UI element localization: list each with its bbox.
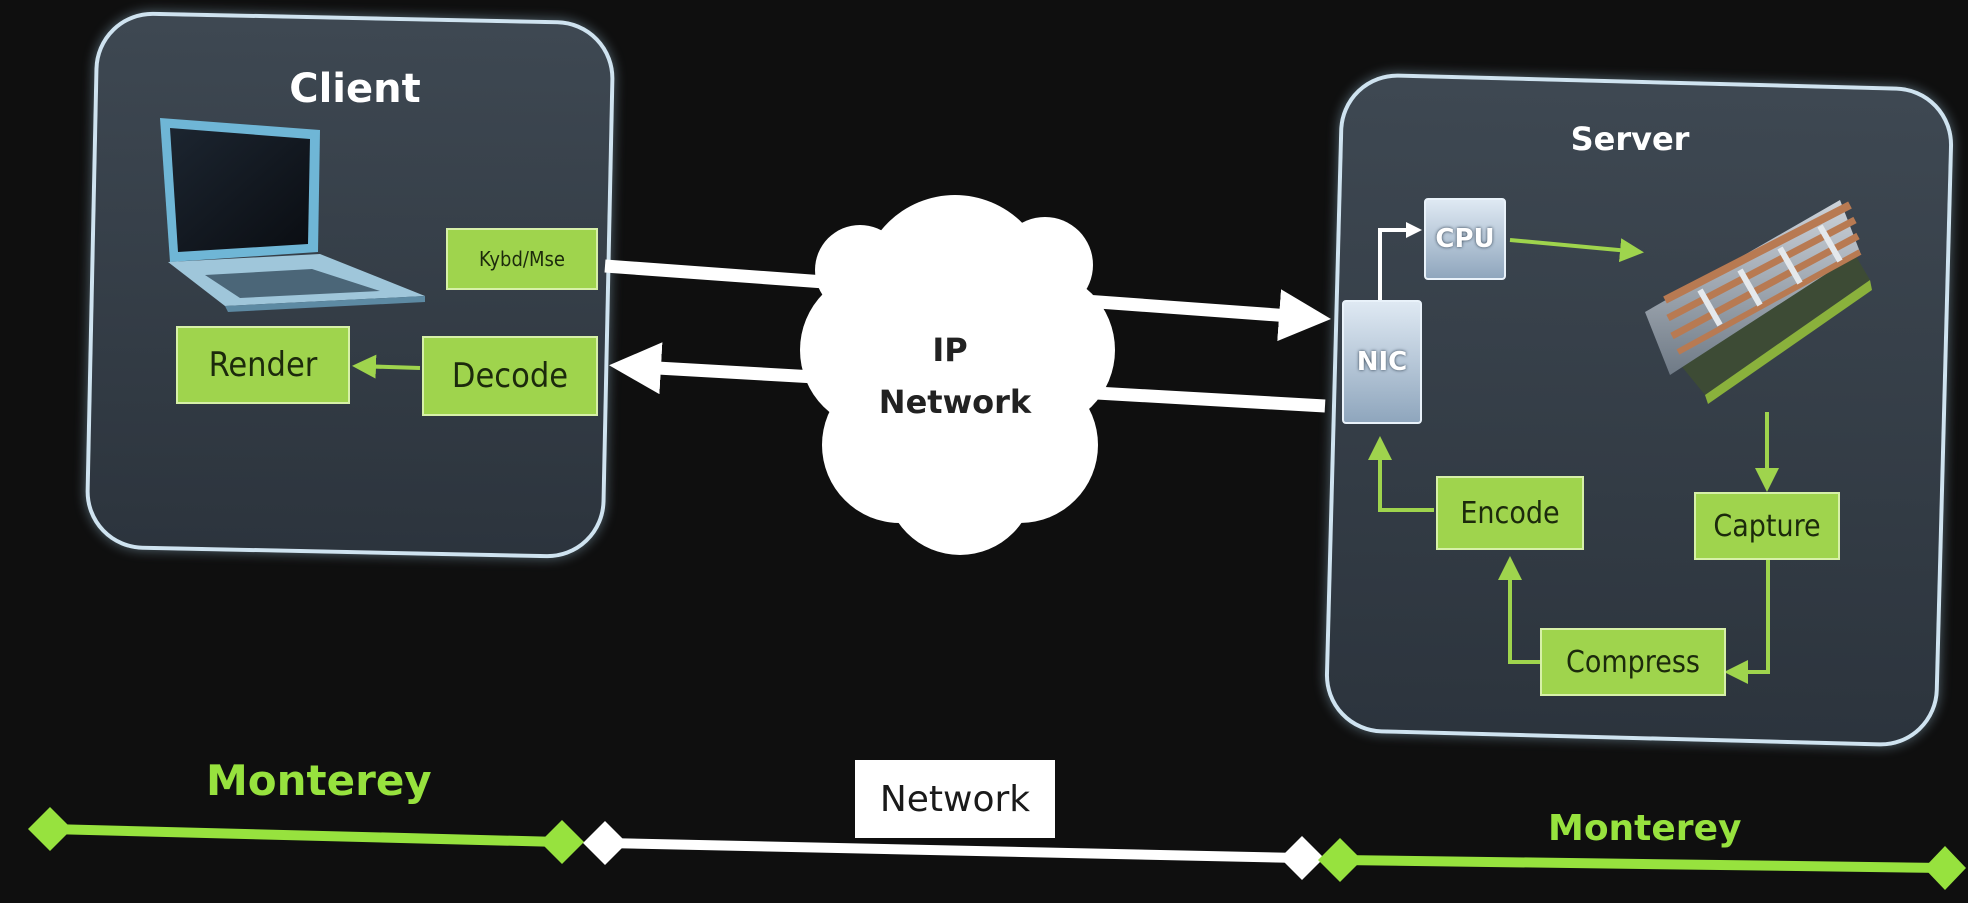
compress-box: Compress: [1540, 628, 1726, 696]
timeline-diamond-right-end: [1924, 846, 1966, 890]
nic-box: NIC: [1342, 300, 1422, 424]
decode-to-render-arrow: [352, 354, 421, 379]
timeline-left-label: Monterey: [206, 756, 432, 805]
gpu-card-icon: [1645, 200, 1872, 404]
kybd-mse-box: Kybd/Mse: [446, 228, 598, 290]
timeline-diamond-left-start: [28, 807, 72, 851]
timeline-diamond-left-end: [540, 820, 584, 864]
nic-to-cpu-connector: [1378, 222, 1422, 300]
server-title: Server: [1570, 120, 1690, 158]
timeline-right-label: Monterey: [1548, 808, 1742, 849]
ip-network-cloud: [800, 195, 1115, 555]
cpu-to-gpu-arrow: [1509, 238, 1644, 263]
timeline-diamond-middle-end: [1280, 836, 1324, 880]
encode-box: Encode: [1436, 476, 1584, 550]
timeline-diamond-right-start: [1318, 838, 1362, 882]
cloud-label-line1: IP: [932, 331, 968, 369]
cloud-label-line2: Network: [878, 383, 1032, 421]
timeline-middle-label: Network: [855, 760, 1055, 838]
render-box: Render: [176, 326, 350, 404]
timeline-middle-line: [604, 838, 1301, 863]
client-title: Client: [289, 66, 421, 112]
timeline-right-line: [1339, 855, 1946, 873]
capture-box: Capture: [1694, 492, 1840, 560]
cpu-box: CPU: [1424, 198, 1506, 280]
timeline-diamond-middle-start: [583, 821, 627, 865]
laptop-icon: [160, 118, 425, 312]
encode-to-nic-arrow: [1368, 436, 1434, 512]
timeline-left-line: [49, 824, 561, 847]
decode-box: Decode: [422, 336, 598, 416]
compress-to-encode-arrow: [1498, 556, 1540, 664]
capture-to-compress-arrow: [1724, 558, 1770, 684]
